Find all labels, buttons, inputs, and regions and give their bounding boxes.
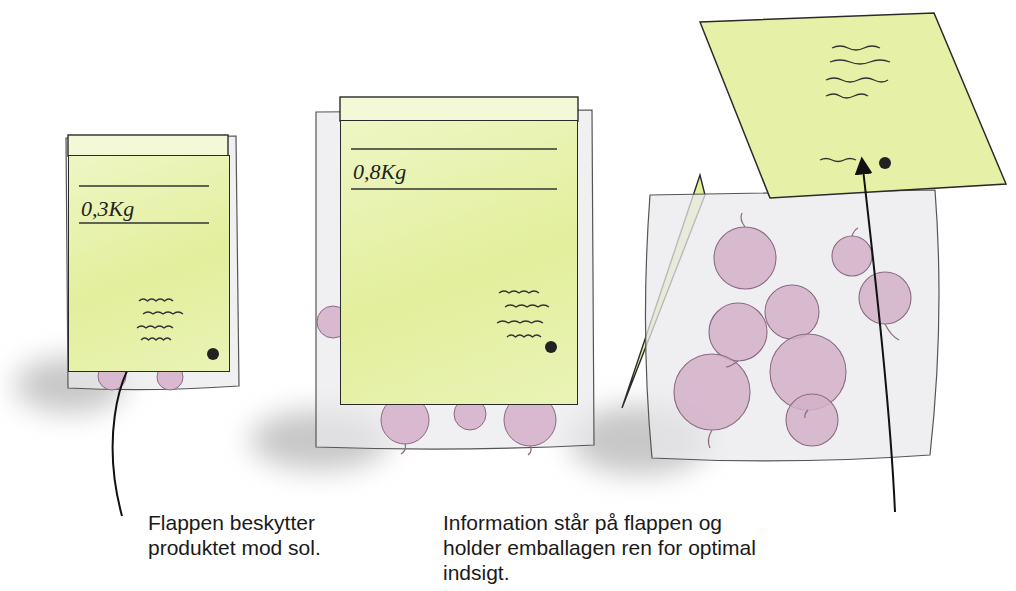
- logo-dot: [207, 348, 219, 360]
- callout-note: Information står på flappen og holder em…: [443, 510, 773, 585]
- text-squiggle: [497, 321, 543, 323]
- weight-label: 0,8Kg: [353, 159, 406, 185]
- text-squiggle: [505, 305, 549, 307]
- rule-line: [351, 148, 557, 149]
- text-squiggle: [143, 312, 183, 314]
- rule-line: [79, 222, 209, 223]
- rule-line: [79, 185, 209, 186]
- text-squiggle: [499, 291, 539, 293]
- text-squiggle: [141, 338, 171, 340]
- weight-label: 0,3Kg: [81, 196, 134, 222]
- callout-note: Flappen beskytter produktet mod sol.: [148, 510, 378, 560]
- text-squiggle: [137, 326, 173, 328]
- text-squiggle: [507, 335, 541, 337]
- small-bag: [66, 135, 239, 390]
- leader-arrow: [862, 160, 895, 512]
- medium-bag: [316, 97, 594, 455]
- flap-markings: [69, 156, 231, 373]
- text-squiggle: [139, 299, 173, 301]
- packaging-flap: 0,3Kg: [68, 155, 230, 372]
- rule-line: [351, 188, 557, 189]
- open-bag: [622, 13, 1006, 461]
- packaging-flap: 0,8Kg: [340, 120, 578, 405]
- logo-dot: [545, 341, 557, 353]
